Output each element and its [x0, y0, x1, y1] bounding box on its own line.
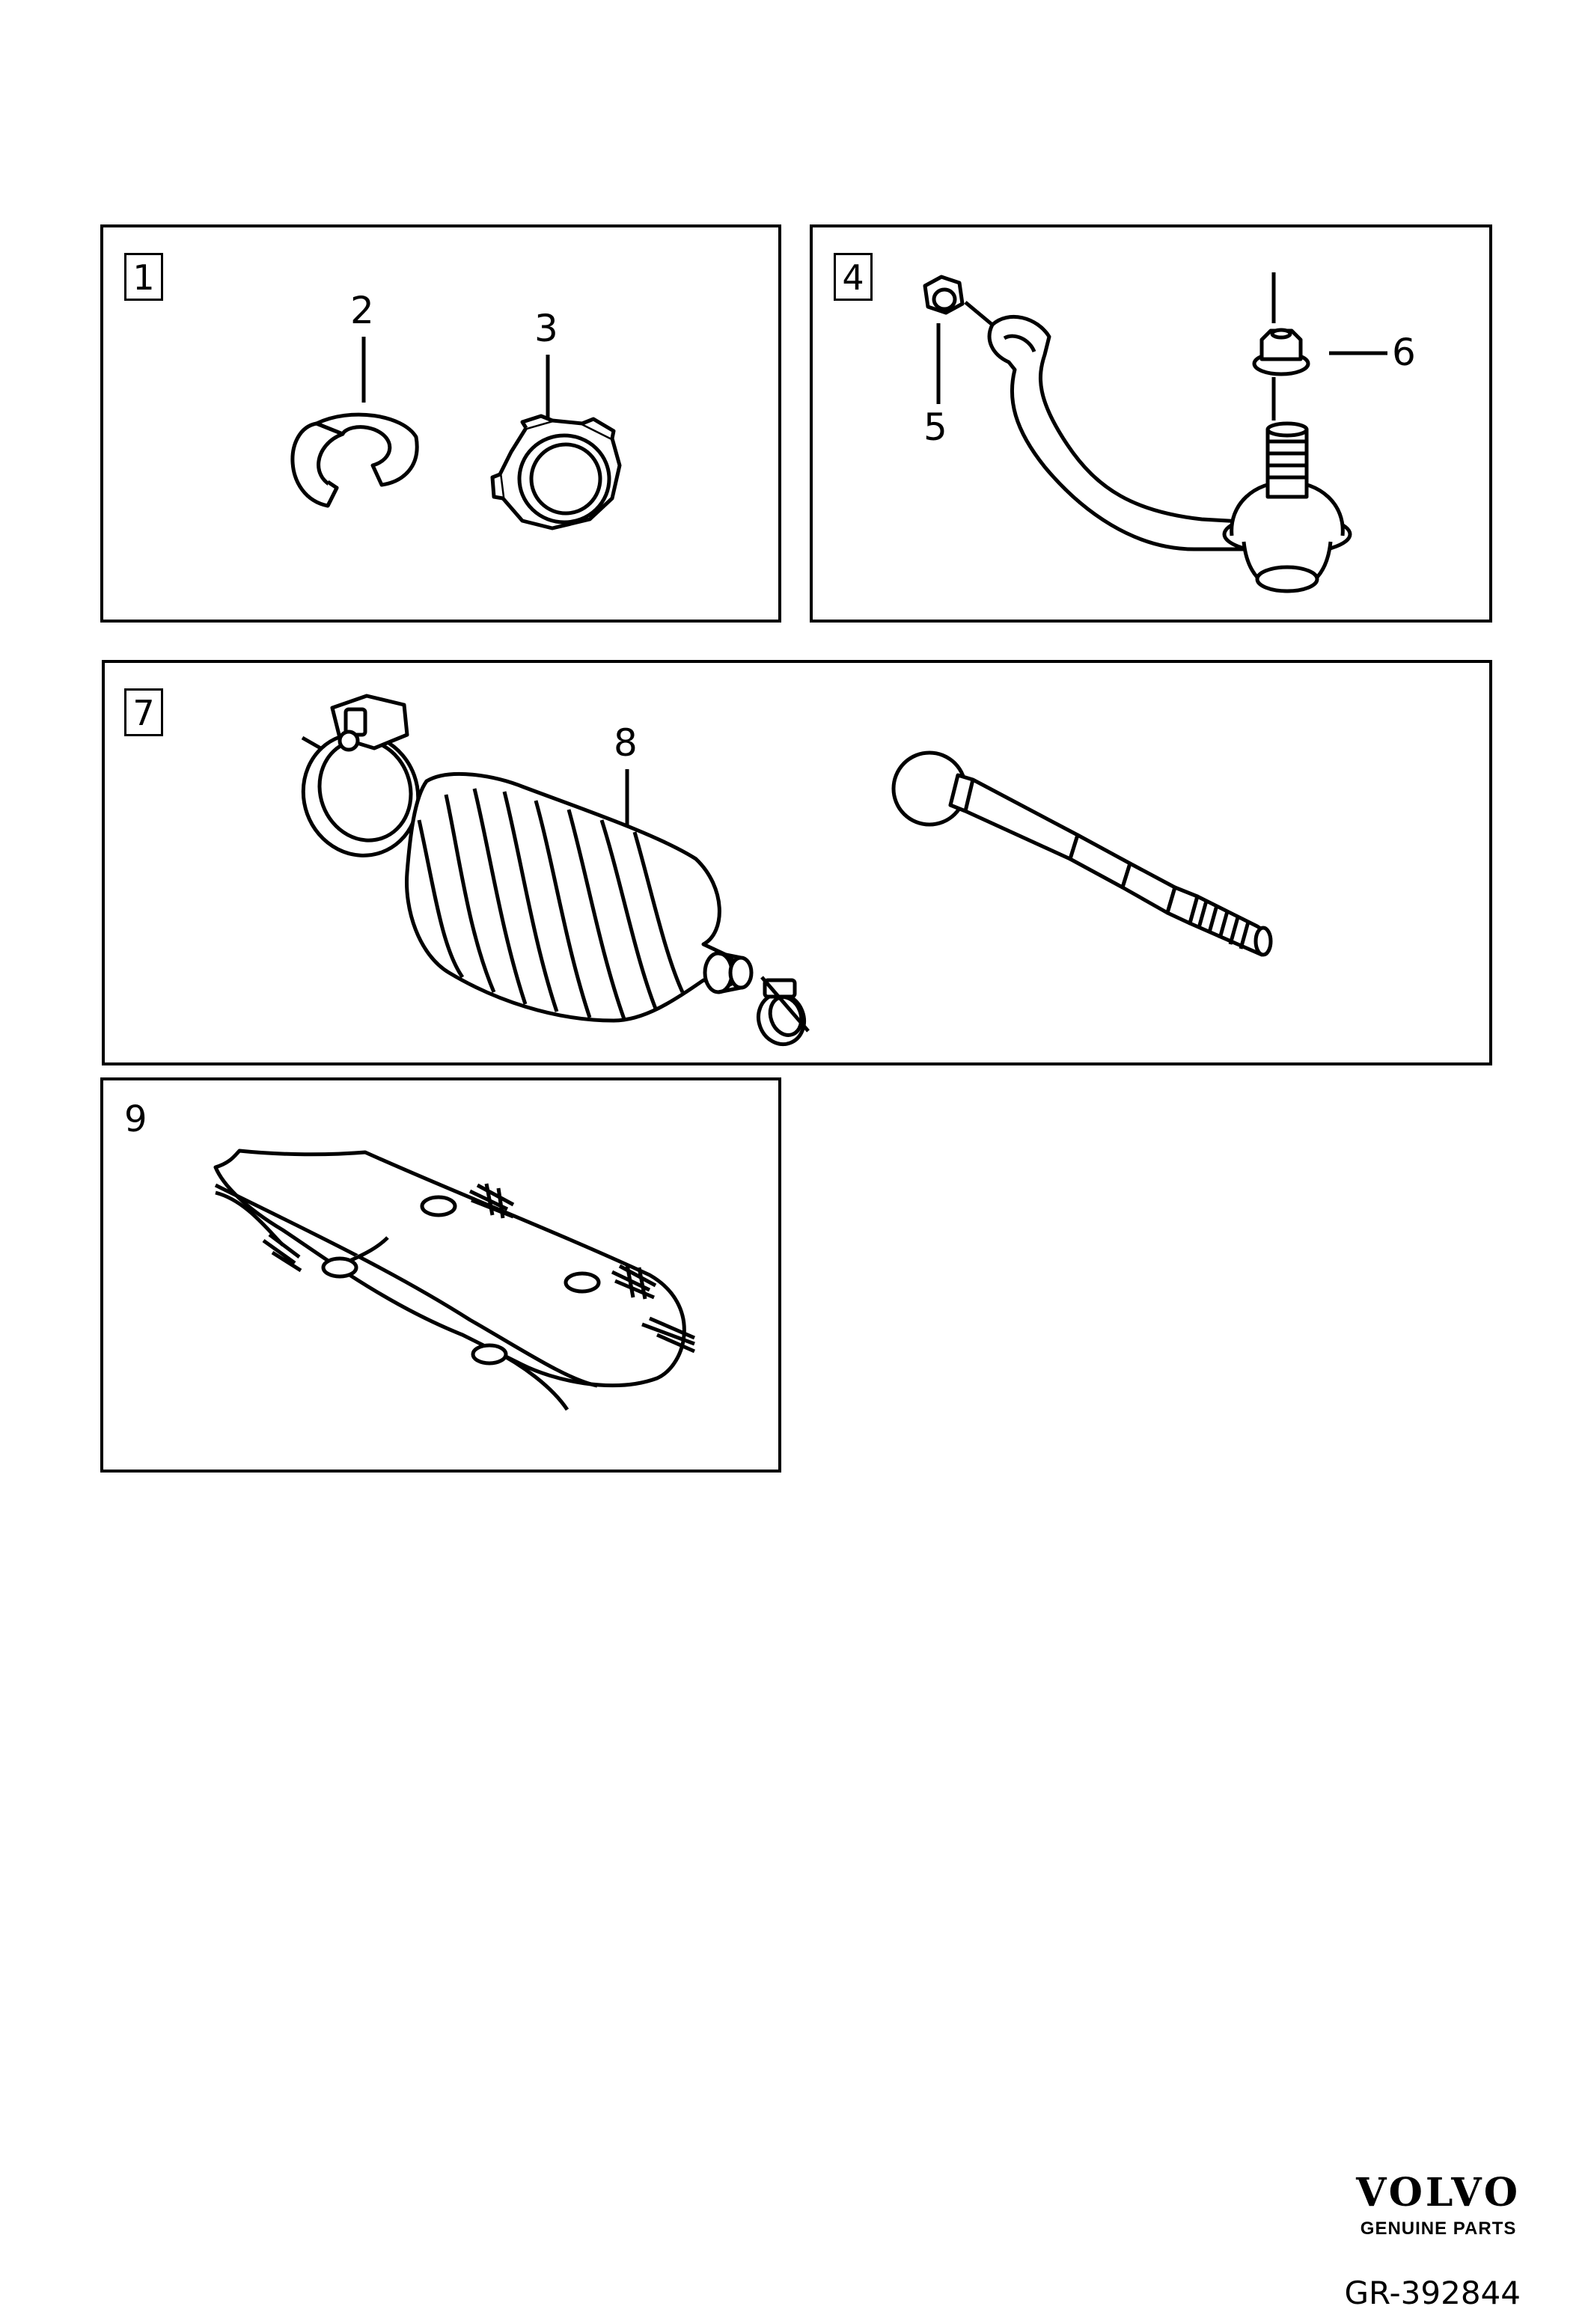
panel-kit-7: 7 8 [102, 660, 1492, 1065]
bellows-boot-part [405, 771, 754, 1023]
hex-nut-part [923, 275, 994, 326]
diagram-id: GR-392844 [1344, 2275, 1521, 2311]
panel-7-drawing [301, 694, 1273, 1047]
large-clamp-part [301, 694, 421, 857]
brand-tagline: GENUINE PARTS [1360, 2218, 1517, 2239]
panel-1-drawing [290, 337, 622, 530]
tie-rod-end-part [987, 315, 1352, 593]
callout-5[interactable]: 5 [923, 406, 947, 449]
small-clamp-part [757, 976, 810, 1047]
kit-number-badge: 1 [124, 253, 163, 301]
brand-name: VOLVO [1356, 2170, 1521, 2216]
kit-number-label: 9 [124, 1098, 147, 1140]
brand-logo: VOLVO GENUINE PARTS [1356, 2170, 1521, 2239]
callout-8[interactable]: 8 [614, 721, 638, 765]
kit-number-badge: 7 [124, 688, 163, 736]
kit-number-badge: 4 [834, 253, 873, 301]
panel-9-drawing [213, 1149, 696, 1411]
grease-sachet-part [213, 1149, 696, 1411]
panel-4-drawing [923, 272, 1387, 593]
panel-kit-4: 4 5 6 [810, 224, 1492, 623]
flange-nut-part [1252, 328, 1310, 376]
slotted-nut-part [490, 414, 622, 530]
callout-6[interactable]: 6 [1392, 331, 1416, 374]
callout-3[interactable]: 3 [534, 307, 558, 350]
split-ring-part [290, 412, 419, 508]
panel-kit-1: 1 2 3 [100, 224, 781, 623]
panel-kit-9: 9 [100, 1077, 781, 1473]
callout-2[interactable]: 2 [350, 289, 374, 332]
inner-tie-rod-part [891, 750, 1273, 957]
